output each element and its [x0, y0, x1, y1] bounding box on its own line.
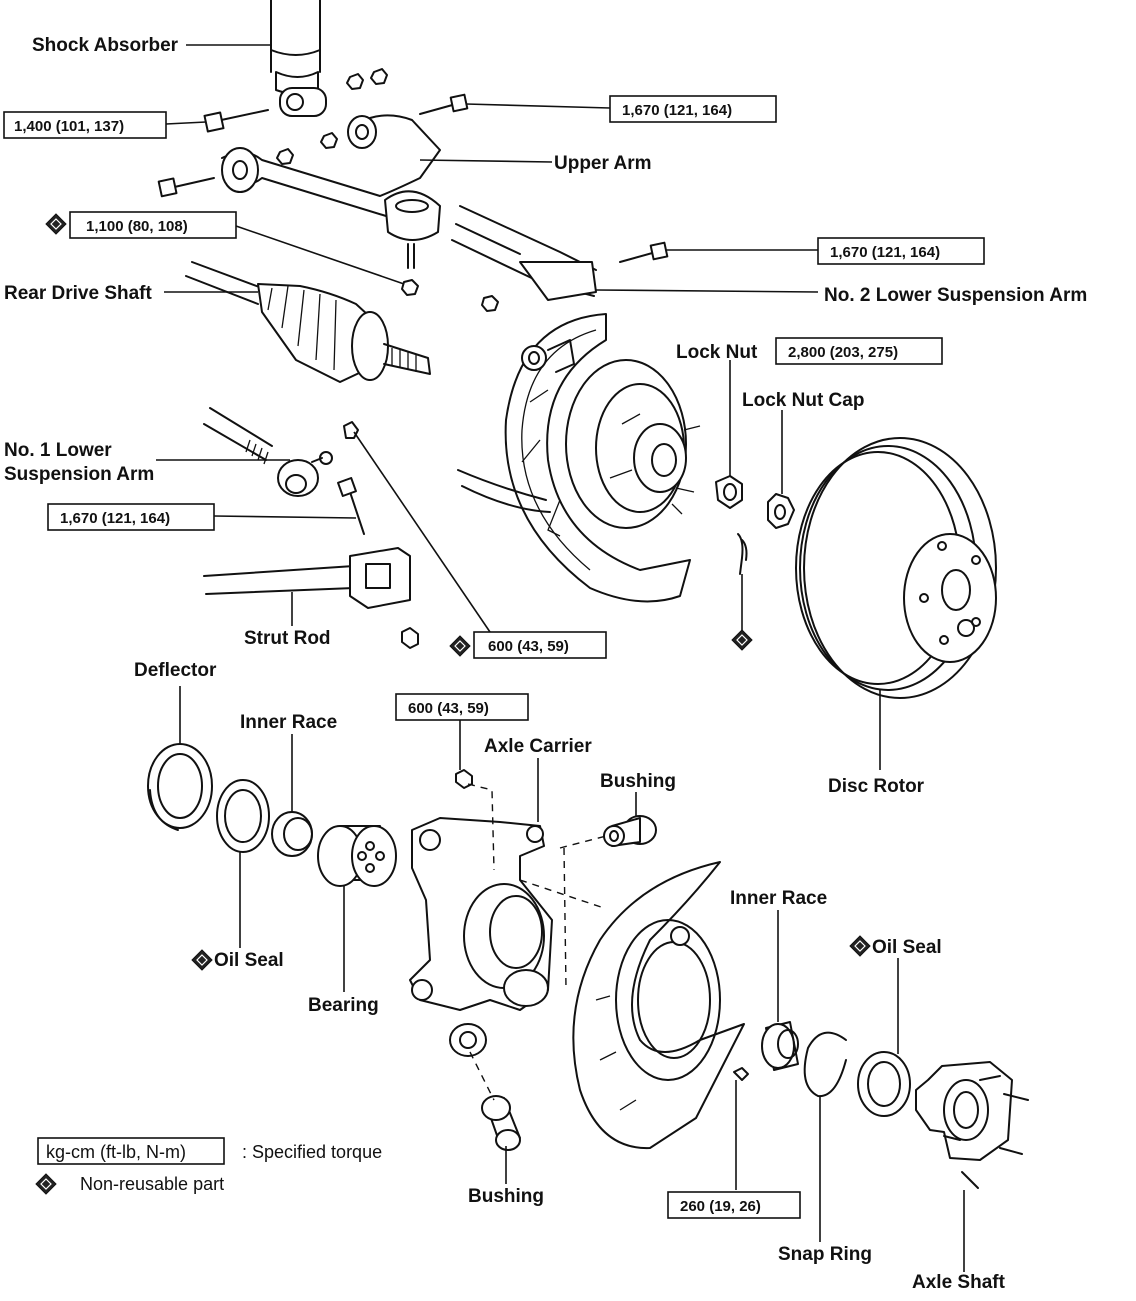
legend-torque-box	[37, 1137, 225, 1165]
legend-torque-desc: : Specified torque	[242, 1142, 382, 1162]
torque-box-no1-arm-bolt	[47, 503, 215, 531]
lock-nut-cap-drawing	[767, 493, 795, 529]
non-reusable-diamond-icon	[849, 935, 871, 957]
label-oil-seal-left: Oil Seal	[214, 950, 284, 971]
torque-box-strut-rod-nut	[473, 631, 607, 659]
bushing-lower-drawing	[449, 1023, 521, 1151]
torque-box-carrier-nut	[395, 693, 529, 721]
label-axle-carrier: Axle Carrier	[484, 736, 592, 757]
label-no2-lower-suspension-arm: No. 2 Lower Suspension Arm	[824, 285, 1087, 306]
legend-nonreusable-desc: Non-reusable part	[80, 1174, 224, 1194]
torque-box-shock-bolt	[3, 111, 167, 139]
bushing-top-drawing	[603, 815, 657, 847]
rear-drive-shaft-drawing	[185, 261, 431, 383]
assembly-dashed-lines	[467, 783, 607, 1101]
non-reusable-diamond-icon	[449, 635, 471, 657]
disc-rotor-drawing	[795, 437, 997, 699]
label-bearing: Bearing	[308, 995, 379, 1016]
torque-box-upper-arm-bolt	[609, 95, 777, 123]
strut-rod-drawing	[203, 421, 419, 649]
torque-carrier-nut: 600 (43, 59)	[408, 700, 489, 717]
torque-lock-nut: 2,800 (203, 275)	[788, 344, 898, 361]
no2-lower-arm-drawing	[451, 205, 597, 301]
torque-box-no2-arm-bolt	[817, 237, 985, 265]
snap-ring-drawing	[803, 1031, 847, 1098]
label-oil-seal-right: Oil Seal	[872, 937, 942, 958]
torque-strut-rod-nut: 600 (43, 59)	[488, 638, 569, 655]
torque-no2-arm-bolt: 1,670 (121, 164)	[830, 244, 940, 261]
non-reusable-diamond-icon	[731, 629, 753, 651]
label-shock-absorber: Shock Absorber	[32, 35, 179, 56]
inner-race-right-drawing	[761, 1021, 799, 1071]
label-bushing-bottom: Bushing	[468, 1186, 544, 1207]
torque-shock-bolt: 1,400 (101, 137)	[14, 118, 124, 135]
torque-box-backing-plate-bolt	[667, 1191, 801, 1219]
torque-upper-arm-bolt: 1,670 (121, 164)	[622, 102, 732, 119]
non-reusable-diamond-icon	[35, 1173, 57, 1195]
label-upper-arm: Upper Arm	[554, 153, 651, 174]
label-strut-rod: Strut Rod	[244, 628, 331, 649]
label-deflector: Deflector	[134, 660, 217, 681]
torque-no1-arm-bolt: 1,670 (121, 164)	[60, 510, 170, 527]
axle-shaft-drawing	[915, 1061, 1029, 1189]
upper-arm-drawing	[221, 114, 441, 269]
lock-nut-drawing	[715, 475, 743, 509]
label-rear-drive-shaft: Rear Drive Shaft	[4, 283, 153, 304]
label-snap-ring: Snap Ring	[778, 1244, 872, 1265]
label-no1-lower-arm-line2: Suspension Arm	[4, 464, 154, 485]
inner-race-left-drawing	[271, 811, 313, 857]
label-inner-race-right: Inner Race	[730, 888, 827, 909]
non-reusable-diamond-icon	[45, 213, 67, 235]
label-lock-nut-cap: Lock Nut Cap	[742, 390, 864, 411]
legend: kg-cm (ft-lb, N-m) : Specified torque No…	[37, 1137, 382, 1194]
bolts-nuts-upper	[157, 68, 669, 312]
non-reusable-diamond-icon	[191, 949, 213, 971]
backing-plate-lower-drawing	[572, 861, 749, 1150]
label-disc-rotor: Disc Rotor	[828, 776, 925, 797]
deflector-drawing	[147, 743, 213, 831]
torque-box-lock-nut	[775, 337, 943, 365]
oil-seal-right-drawing	[857, 1051, 911, 1117]
oil-seal-left-drawing	[216, 779, 270, 853]
torque-upper-arm-nut: 1,100 (80, 108)	[86, 218, 188, 235]
backing-plate-upper-drawing	[457, 313, 701, 603]
no1-lower-arm-drawing	[203, 407, 333, 497]
cotter-pin-drawing	[737, 533, 748, 575]
torque-box-upper-arm-nut	[69, 211, 237, 239]
leader-lines	[156, 44, 965, 1272]
label-bushing-top: Bushing	[600, 771, 676, 792]
label-no1-lower-arm-line1: No. 1 Lower	[4, 440, 112, 461]
legend-torque-unit: kg-cm (ft-lb, N-m)	[46, 1142, 186, 1162]
label-lock-nut: Lock Nut	[676, 342, 758, 363]
torque-backing-plate-bolt: 260 (19, 26)	[680, 1198, 761, 1215]
axle-carrier-drawing	[409, 769, 553, 1011]
label-inner-race-left: Inner Race	[240, 712, 337, 733]
bearing-drawing	[317, 825, 397, 887]
shock-absorber-drawing	[270, 0, 327, 117]
label-axle-shaft: Axle Shaft	[912, 1272, 1006, 1293]
